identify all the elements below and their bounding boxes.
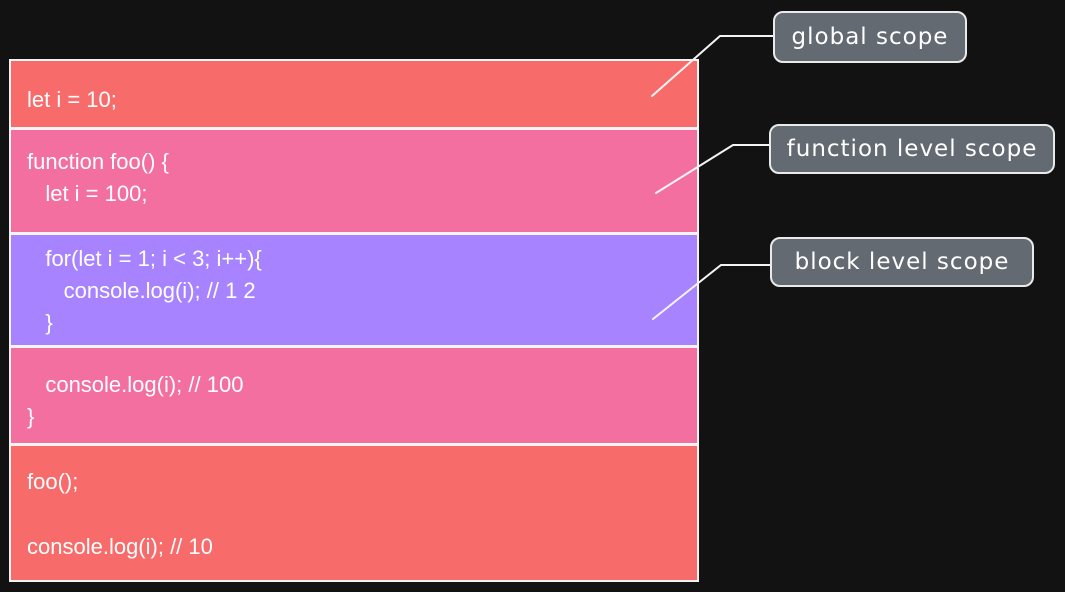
global-scope-band-bottom: foo(); console.log(i); // 10 — [9, 444, 699, 582]
code-line: let i = 100; — [27, 181, 148, 206]
code-line: foo(); — [27, 469, 79, 494]
function-scope-callout: function level scope — [769, 124, 1055, 174]
code-line: } — [27, 404, 35, 429]
global-scope-band-top: let i = 10; — [9, 59, 699, 129]
block-scope-callout: block level scope — [770, 237, 1034, 287]
code-line: } — [27, 310, 53, 335]
code-line: for(let i = 1; i < 3; i++){ — [27, 246, 262, 271]
code-line: console.log(i); // 10 — [27, 534, 213, 559]
code-line: console.log(i); // 1 2 — [27, 278, 256, 303]
code-line: let i = 10; — [27, 87, 117, 112]
block-scope-band: for(let i = 1; i < 3; i++){ console.log(… — [9, 233, 699, 347]
global-scope-callout: global scope — [773, 11, 967, 63]
code-line: console.log(i); // 100 — [27, 372, 244, 397]
function-scope-band-bottom: console.log(i); // 100 } — [9, 346, 699, 445]
code-line: function foo() { — [27, 149, 169, 174]
function-scope-band-top: function foo() { let i = 100; — [9, 128, 699, 234]
